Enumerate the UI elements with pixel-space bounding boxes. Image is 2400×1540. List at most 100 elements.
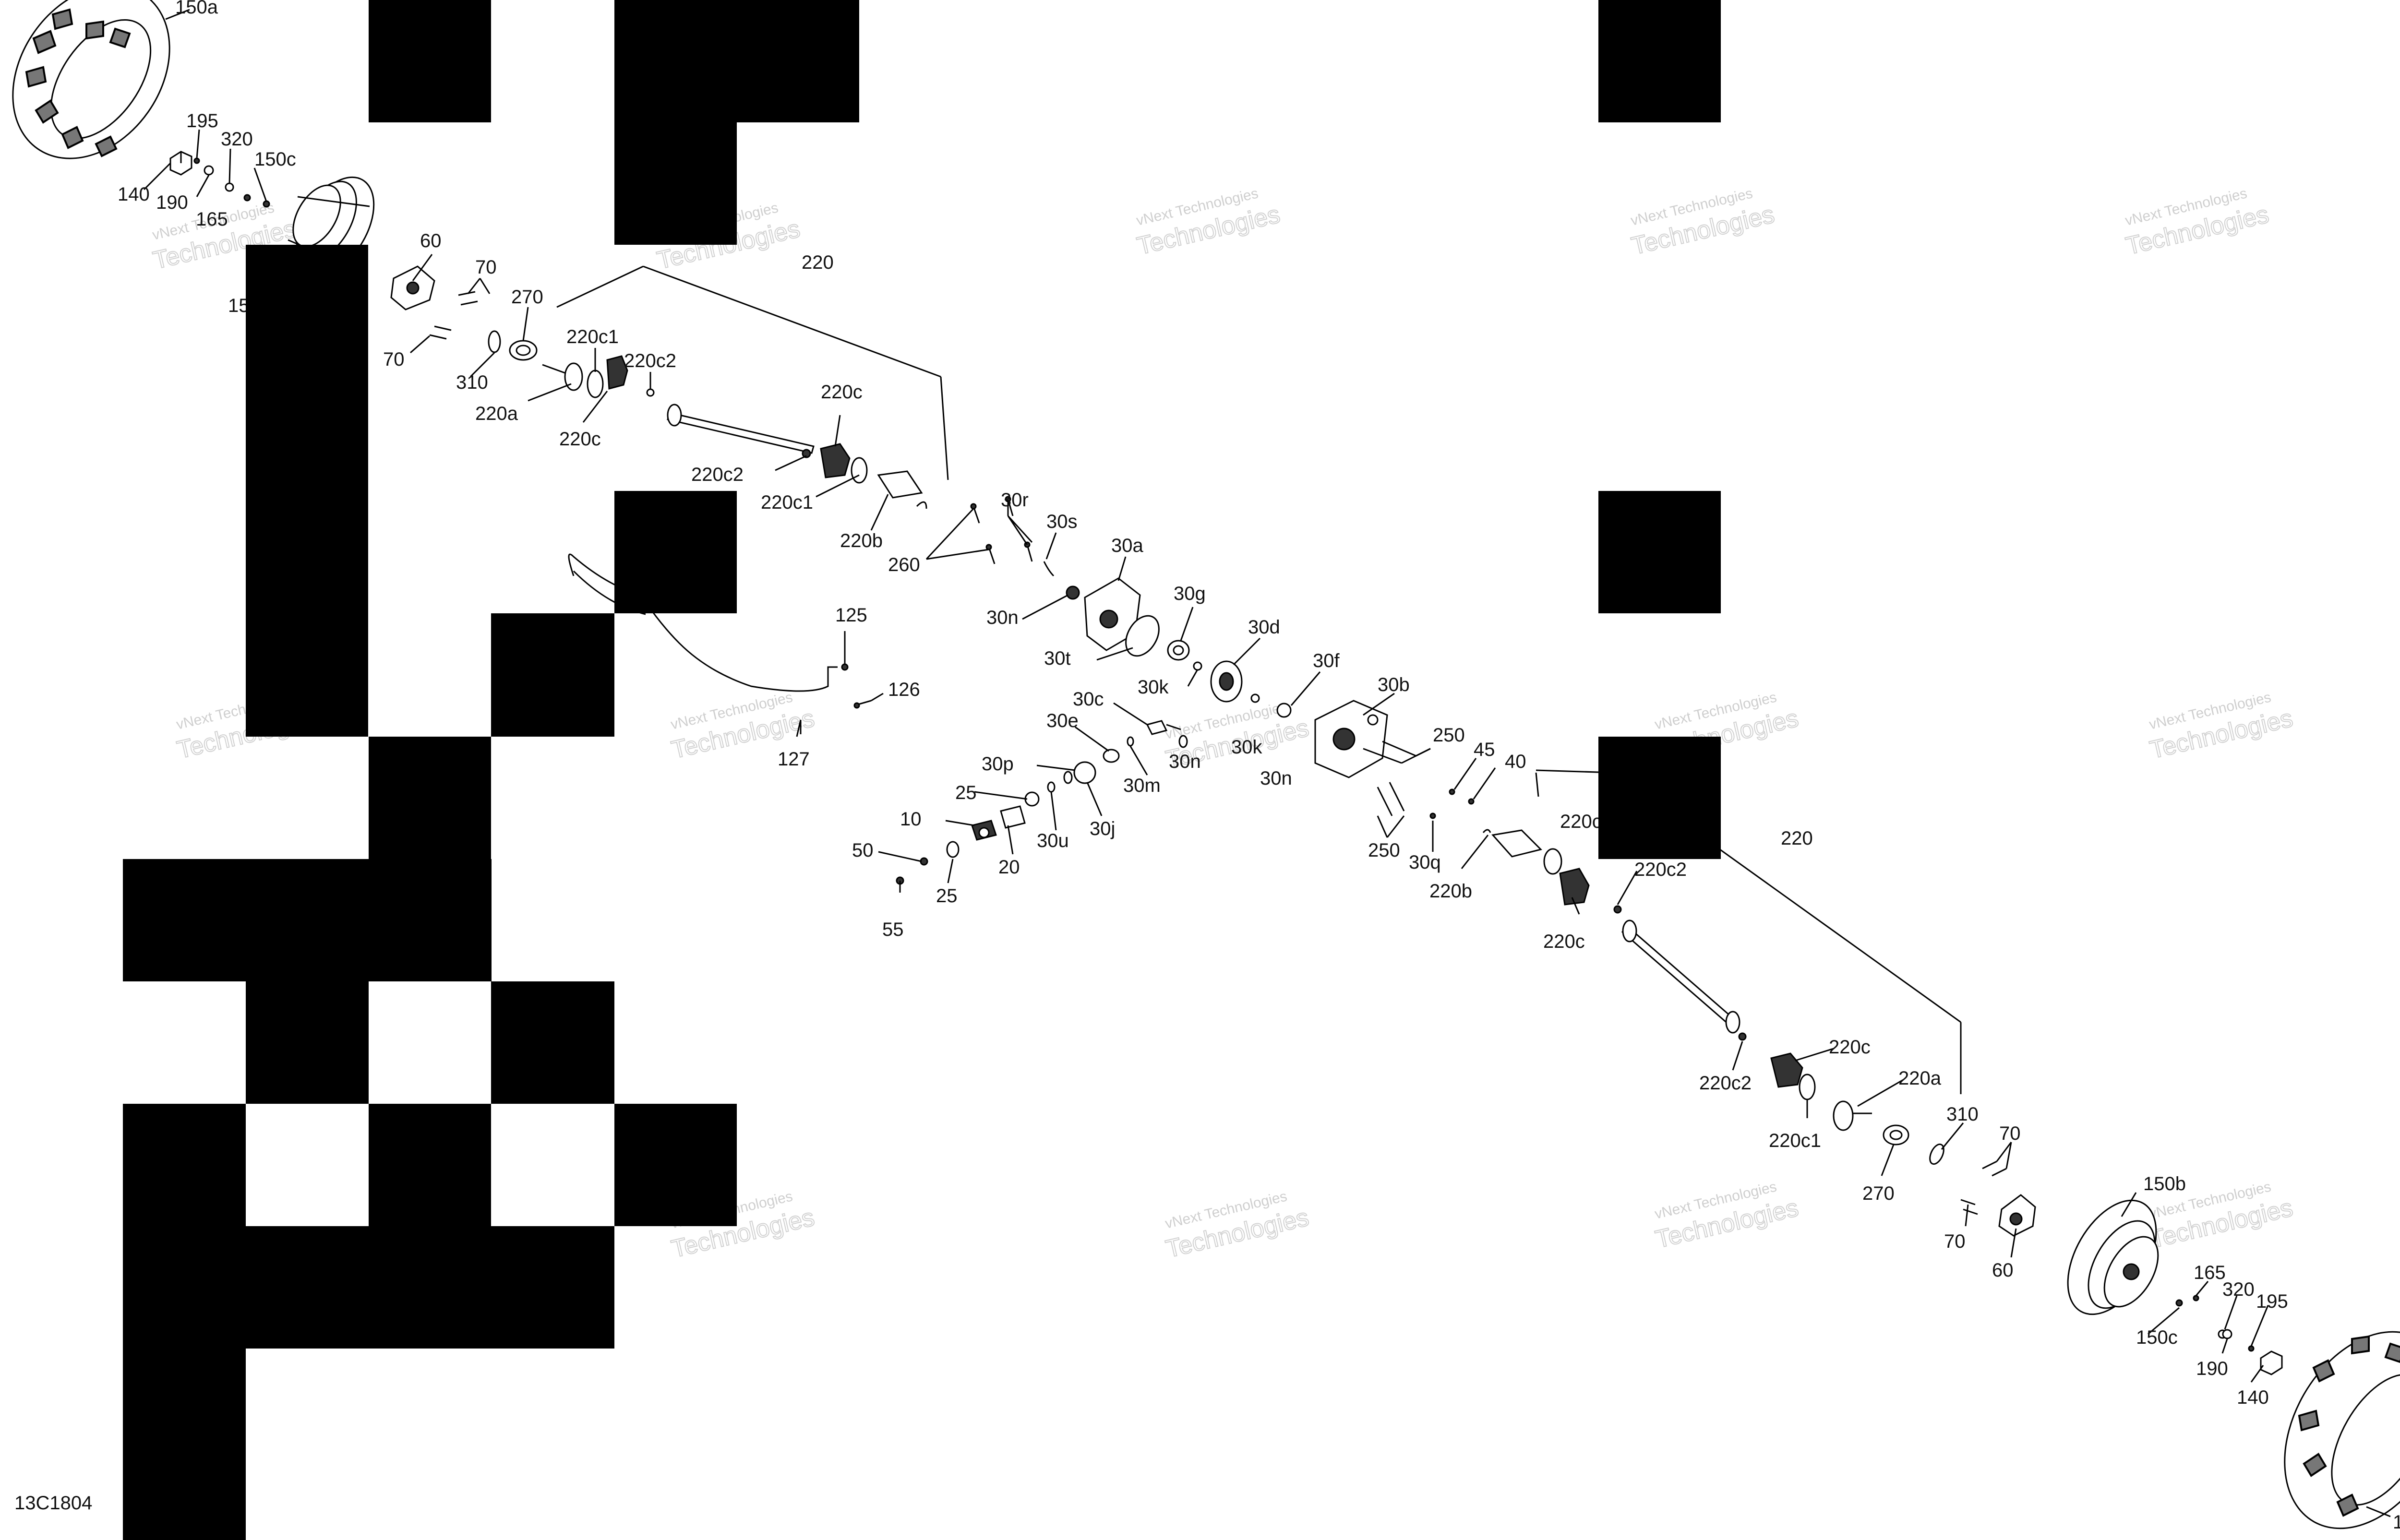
- left-clip-260: [916, 501, 927, 509]
- shim-30k: [1193, 661, 1202, 671]
- bearing-30p: [1073, 761, 1096, 784]
- left-part-150c: [263, 200, 270, 208]
- shaft-20: [1000, 805, 1026, 829]
- part-label: 40: [1505, 751, 1526, 772]
- part-label: 220c1: [761, 492, 813, 513]
- left-tire: [12, 0, 170, 159]
- part-label: 30c: [1073, 689, 1104, 710]
- part-label: 165: [2194, 1262, 2226, 1283]
- right-lug-nut: [2260, 1350, 2283, 1375]
- part-label: 270: [1862, 1183, 1895, 1204]
- part-label: 30k: [1231, 737, 1262, 758]
- part-label: 220: [802, 252, 834, 273]
- part-label: 270: [511, 287, 543, 308]
- washer-30g: [1167, 640, 1190, 661]
- part-label: 320: [2222, 1279, 2255, 1300]
- part-label: 45: [1474, 739, 1495, 760]
- redaction-blocks: [123, 0, 1721, 1540]
- part-label: 10: [900, 809, 922, 830]
- part-label: 195: [186, 110, 218, 131]
- left-clamp-220c2: [646, 388, 655, 397]
- right-clamp-220c2: [1613, 905, 1622, 914]
- seal-25-top: [1024, 791, 1040, 807]
- left-part-195: [193, 157, 200, 164]
- diff-cover-30a: [1084, 577, 1141, 651]
- part-label: 70: [475, 257, 497, 278]
- left-part-190: [204, 165, 214, 176]
- part-label: 150b: [2143, 1173, 2186, 1194]
- left-part-320: [225, 182, 234, 192]
- part-label: 220b: [840, 530, 883, 551]
- right-cv-joint-220a: [1833, 1100, 1872, 1131]
- part-label: 260: [888, 554, 920, 575]
- part-30q: [1429, 812, 1436, 819]
- bolts-30r: [970, 496, 1033, 564]
- part-label: 220c2: [1699, 1073, 1752, 1094]
- right-part-165: [2193, 1295, 2199, 1301]
- part-label: 30n: [1169, 751, 1201, 772]
- part-label: 220a: [1898, 1068, 1942, 1089]
- part-label: 30n: [1260, 768, 1292, 789]
- part-label: 140: [2237, 1387, 2269, 1408]
- part-label: 30m: [1123, 775, 1161, 796]
- part-label: 310: [1946, 1104, 1979, 1125]
- coupler-10: [971, 820, 997, 841]
- part-label: 30u: [1037, 830, 1069, 851]
- left-cv-joint-220a: [542, 362, 583, 391]
- part-label: 30b: [1378, 674, 1410, 695]
- part-label: 55: [882, 919, 904, 940]
- part-label: 50: [852, 840, 874, 861]
- part-label: 70: [1999, 1123, 2021, 1144]
- part-label: 220c2: [1634, 859, 1687, 880]
- diff-housing-30b: [1314, 700, 1388, 778]
- left-bearing-270: [509, 340, 538, 361]
- right-part-190: [2222, 1329, 2232, 1339]
- part-label: 220c: [1543, 931, 1585, 952]
- part-label: 190: [2196, 1358, 2228, 1379]
- left-part-310: [488, 330, 501, 353]
- pinion-30c: [1146, 720, 1181, 735]
- figure-code: 13C1804: [14, 1492, 92, 1514]
- part-label: 20: [998, 857, 1020, 878]
- gear-30d: [1210, 660, 1243, 703]
- part-label: 220c1: [1769, 1130, 1821, 1151]
- part-label: 30r: [1001, 489, 1029, 511]
- part-label: 25: [955, 782, 977, 803]
- part-label: 150c: [2136, 1327, 2178, 1348]
- part-label: 30d: [1248, 617, 1280, 638]
- right-drive-shaft: [1621, 919, 1740, 1034]
- part-30j: [1063, 771, 1073, 784]
- part-label: 30p: [982, 753, 1014, 775]
- right-hub-studs: [1960, 1160, 2007, 1215]
- part-label: 30q: [1409, 852, 1441, 873]
- right-inner-joint-220b: [1491, 829, 1542, 858]
- left-inner-clamp-220c1: [851, 457, 868, 484]
- seal-25-bottom: [946, 841, 960, 858]
- leader-lines: [143, 9, 2391, 1517]
- bearing-30f: [1276, 703, 1292, 718]
- left-lug-nut: [169, 151, 192, 176]
- left-hub-studs: [429, 291, 478, 340]
- part-label: 127: [778, 749, 810, 770]
- part-label: 30s: [1046, 511, 1078, 532]
- part-label: 195: [2256, 1291, 2288, 1312]
- left-drive-shaft: [667, 404, 815, 454]
- part-125: [841, 663, 849, 671]
- part-label: 220b: [1429, 881, 1472, 902]
- bearing-30e: [1103, 749, 1120, 763]
- right-part-310: [1929, 1143, 1944, 1165]
- part-label: 30n: [986, 607, 1019, 628]
- part-label: 70: [1944, 1231, 1966, 1252]
- left-clamp-220c1: [587, 370, 604, 398]
- part-label: 250: [1368, 840, 1400, 861]
- part-label: 220c2: [624, 350, 676, 371]
- part-label: 60: [1992, 1260, 2014, 1281]
- part-label: 190: [156, 192, 188, 213]
- plug-50: [920, 857, 928, 866]
- right-tire: [2284, 1331, 2400, 1529]
- part-label: 126: [888, 679, 920, 700]
- right-inner-boot-220c: [1559, 868, 1590, 906]
- shim-30k-2: [1250, 693, 1260, 703]
- part-40: [1468, 798, 1475, 805]
- part-label: 140: [118, 184, 150, 205]
